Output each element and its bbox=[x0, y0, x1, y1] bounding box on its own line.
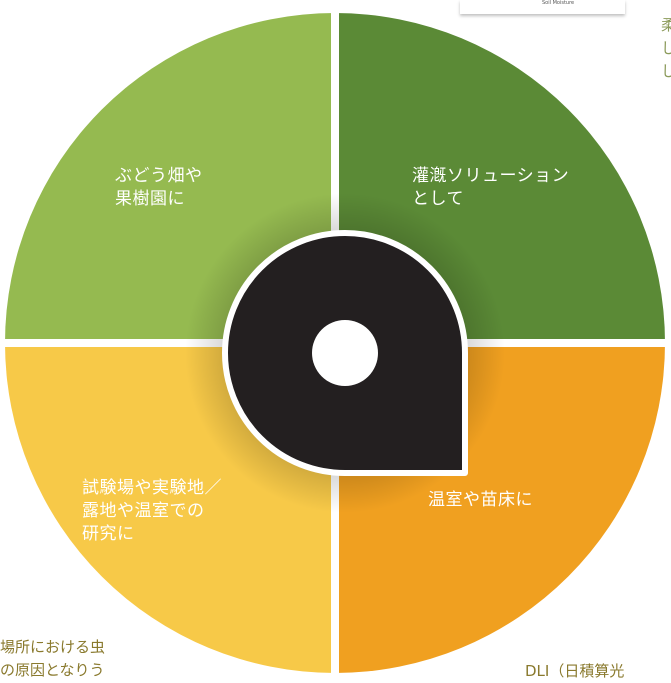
center-hole bbox=[312, 320, 378, 386]
top-image-label: Soil Moisture bbox=[542, 0, 575, 6]
side-text-fragment-bottom-left: 場所における虫 の原因となりう bbox=[0, 638, 106, 679]
quadrant-label-research: 試験場や実験地／ 露地や温室での 研究に bbox=[82, 478, 222, 544]
quadrant-label-greenhouse: 温室や苗床に bbox=[428, 490, 533, 510]
quadrant-label-irrigation: 灌漑ソリューション として bbox=[412, 166, 570, 209]
quadrant-label-vineyard: ぶどう畑や 果樹園に bbox=[115, 166, 203, 209]
side-text-fragment-bottom-right: DLI（日積算光 bbox=[525, 662, 625, 680]
top-image-fragment: Soil Moisture bbox=[460, 0, 625, 14]
side-text-fragment-top-right: 柔 し し bbox=[661, 16, 671, 80]
